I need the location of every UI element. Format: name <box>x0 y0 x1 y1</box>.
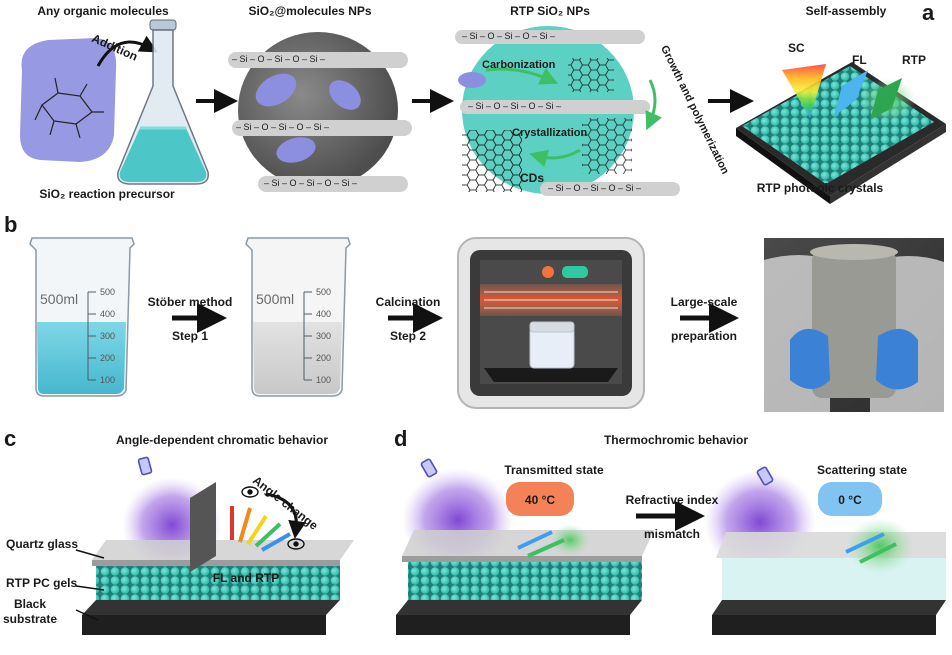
silica-chain-4: – Si – O – Si – O – Si – <box>462 31 556 41</box>
title-self-assembly: Self-assembly <box>805 4 887 18</box>
temp-hot-label: 40 °C <box>524 493 556 507</box>
scale-300-b: 300 <box>316 331 332 341</box>
silica-molecule-np <box>228 32 412 192</box>
scattering-state-label: Scattering state <box>816 463 908 477</box>
step2-label: Step 2 <box>389 329 427 343</box>
silica-chain-1: – Si – O – Si – O – Si – <box>232 54 326 64</box>
uv-lamp-c <box>137 456 153 476</box>
panel-label-d: d <box>394 426 408 451</box>
scale-200-a: 200 <box>100 353 116 363</box>
panel-label-a: a <box>922 0 935 25</box>
uv-lamp-d1 <box>420 458 438 478</box>
crystallization-label: Crystallization <box>512 127 588 139</box>
molecule-blob <box>20 38 117 162</box>
panel-label-b: b <box>4 212 18 237</box>
scale-300-a: 300 <box>100 331 116 341</box>
beaker-volume-1: 500ml <box>40 291 79 307</box>
refractive-index-label: Refractive index <box>625 493 719 507</box>
title-thermochromic: Thermochromic behavior <box>603 433 749 447</box>
precursor-label: SiO₂ reaction precursor <box>39 187 175 201</box>
green-arrow-d2 <box>859 542 897 564</box>
addition-arrow <box>96 35 158 67</box>
scale-200-b: 200 <box>316 353 332 363</box>
photonic-crystals-label: RTP photonic crystals <box>756 181 884 195</box>
inositol-structure <box>34 77 104 139</box>
scale-100-b: 100 <box>316 375 332 385</box>
beaker-grey <box>245 237 351 397</box>
title-sio2-molecules-nps: SiO₂@molecules NPs <box>248 4 372 18</box>
step1-method-label: Stöber method <box>147 295 233 309</box>
title-rtp-sio2-nps: RTP SiO₂ NPs <box>510 4 590 18</box>
eye-icon-side <box>287 538 305 550</box>
silica-chain-5: – Si – O – Si – O – Si – <box>468 101 562 111</box>
large-scale-label: Large-scale <box>670 295 738 309</box>
rtp-silica-np <box>455 26 680 196</box>
eye-icon-top <box>241 486 259 498</box>
rtp-pc-gels-label: RTP PC gels <box>6 576 78 590</box>
uv-lamp-d2 <box>756 466 774 486</box>
silica-chain-2: – Si – O – Si – O – Si – <box>236 122 330 132</box>
black-label: Black <box>13 597 47 611</box>
large-scale-photo <box>764 238 944 412</box>
sc-label: SC <box>788 41 805 55</box>
temp-cold-label: 0 °C <box>838 493 862 507</box>
emission-arrows-c <box>230 506 291 552</box>
fl-rtp-label: FL and RTP <box>212 571 280 585</box>
carbonization-label: Carbonization <box>482 59 556 71</box>
title-organic-molecules: Any organic molecules <box>37 4 169 18</box>
silica-chain-6: – Si – O – Si – O – Si – <box>548 183 642 193</box>
beaker-blue <box>29 237 135 397</box>
angle-change-arrow <box>265 492 307 539</box>
scale-500-b: 500 <box>316 287 332 297</box>
scale-500-a: 500 <box>100 287 116 297</box>
photonic-crystal-slab <box>736 62 946 204</box>
scale-100-a: 100 <box>100 375 116 385</box>
scale-400-a: 400 <box>100 309 116 319</box>
flask <box>117 19 209 185</box>
blue-arrow-d1 <box>517 530 553 550</box>
title-angle-dependent: Angle-dependent chromatic behavior <box>115 433 329 447</box>
mismatch-label: mismatch <box>643 527 701 541</box>
fl-label: FL <box>852 53 867 67</box>
rtp-label: RTP <box>902 53 926 67</box>
step2-method-label: Calcination <box>375 295 441 309</box>
transmitted-state-label: Transmitted state <box>504 463 604 477</box>
cds-label: CDs <box>520 171 545 185</box>
pointer-arrows-c <box>75 549 105 621</box>
scale-400-b: 400 <box>316 309 332 319</box>
temp-badge-hot <box>506 482 574 516</box>
green-glow-d1 <box>550 524 590 556</box>
step1-label: Step 1 <box>171 329 209 343</box>
temp-badge-cold <box>818 482 882 516</box>
green-arrow-d1 <box>527 538 565 558</box>
panel-label-c: c <box>4 426 17 451</box>
preparation-label: preparation <box>670 329 738 343</box>
silica-chain-3: – Si – O – Si – O – Si – <box>264 178 358 188</box>
blue-arrow-d2 <box>845 532 885 554</box>
gel-stack-c <box>82 482 354 635</box>
beaker-volume-2: 500ml <box>256 291 295 307</box>
quartz-glass-label: Quartz glass <box>6 537 79 551</box>
substrate-label: substrate <box>2 612 58 626</box>
furnace <box>457 237 645 409</box>
